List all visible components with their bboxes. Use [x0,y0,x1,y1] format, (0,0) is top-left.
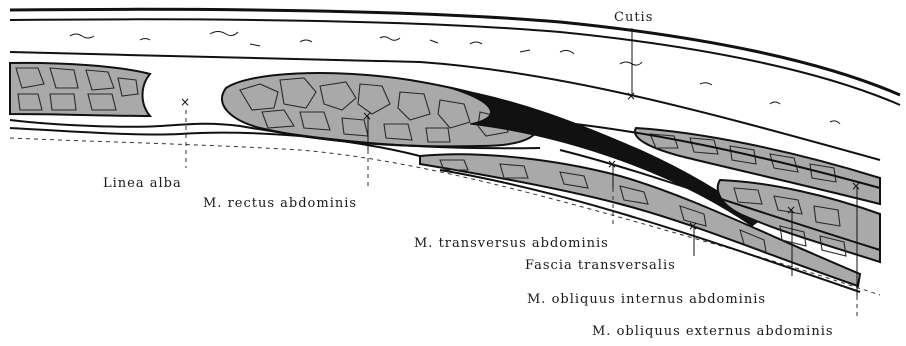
cutis-marker: × [626,89,636,103]
linea-alba-marker: × [180,95,190,109]
label-fascia-transversalis: Fascia transversalis [525,258,676,273]
label-obliquus-internus: M. obliquus internus abdominis [527,292,766,307]
label-transversus-abdominis: M. transversus abdominis [414,236,609,251]
label-obliquus-externus: M. obliquus externus abdominis [592,324,834,339]
rectus-marker: × [362,109,372,123]
label-cutis: Cutis [614,10,653,25]
left-rectus-block [10,63,150,116]
transversus-marker: × [607,157,617,171]
label-linea-alba: Linea alba [103,176,182,191]
externus-marker: × [851,179,861,193]
fascia-marker: × [688,219,698,233]
internus-marker: × [786,203,796,217]
label-rectus-abdominis: M. rectus abdominis [203,196,357,211]
